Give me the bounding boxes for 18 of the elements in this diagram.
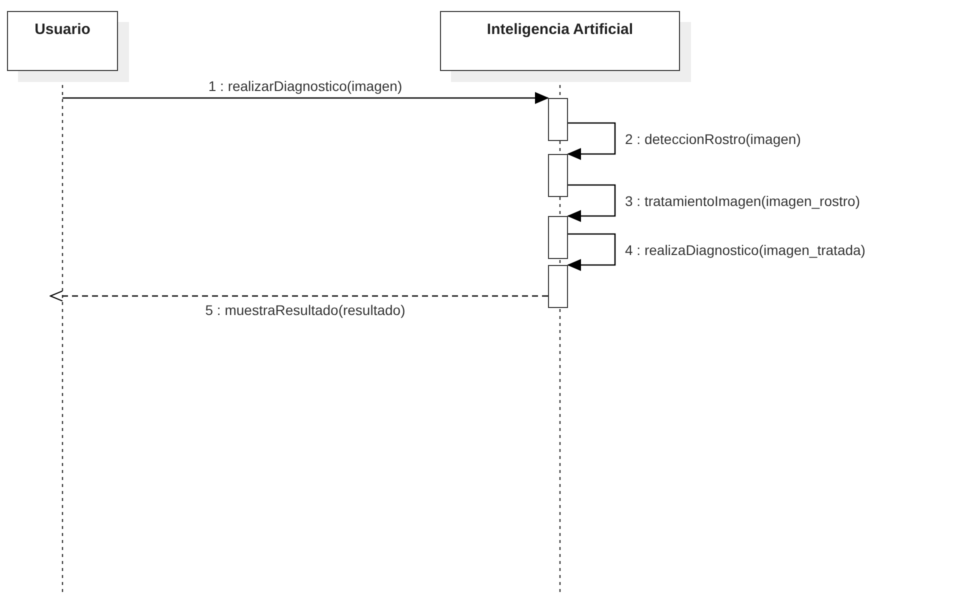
activation-bar xyxy=(548,265,568,308)
message-label: 3 : tratamientoImagen(imagen_rostro) xyxy=(625,192,860,210)
self-message-arrow xyxy=(567,122,616,160)
return-message-arrow xyxy=(50,290,548,302)
lifeline-head-box xyxy=(7,11,118,71)
message-label: 1 : realizarDiagnostico(imagen) xyxy=(208,77,402,95)
lifeline-head-box xyxy=(440,11,680,71)
activation-bar xyxy=(548,216,568,259)
message-label: 5 : muestraResultado(resultado) xyxy=(205,301,406,319)
participant-name: Usuario xyxy=(34,20,90,40)
participant-name: Inteligencia Artificial xyxy=(486,20,634,40)
self-message-arrow xyxy=(567,184,616,222)
message-label: 4 : realizaDiagnostico(imagen_tratada) xyxy=(625,240,866,258)
message-arrow xyxy=(62,92,549,104)
self-message-arrow xyxy=(567,233,616,271)
message-label: 2 : deteccionRostro(imagen) xyxy=(625,130,801,148)
activation-bar xyxy=(548,154,568,197)
activation-bar xyxy=(548,98,568,141)
